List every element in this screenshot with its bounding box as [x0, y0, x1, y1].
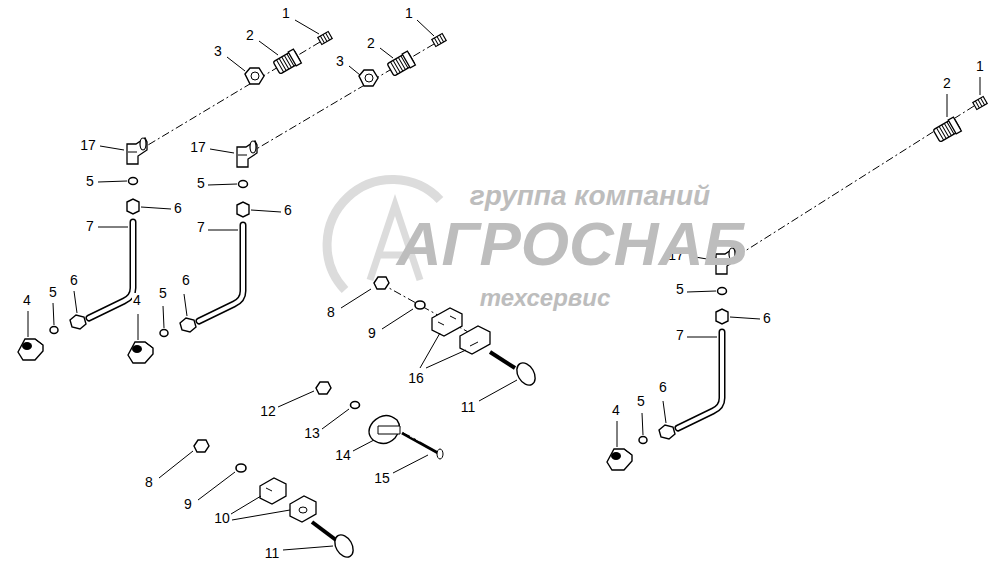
- callout-number: 14: [334, 448, 352, 463]
- callout-number: 9: [367, 326, 377, 341]
- callout-number: 9: [183, 497, 193, 512]
- callout-number: 11: [460, 400, 477, 415]
- callout-number: 17: [79, 138, 97, 153]
- callout-number: 15: [373, 471, 391, 486]
- callout-number: 6: [283, 203, 293, 218]
- callout-number: 12: [259, 404, 277, 419]
- callout-number: 3: [335, 54, 345, 69]
- callout-number: 8: [144, 475, 154, 490]
- callout-number: 5: [158, 286, 168, 301]
- callout-number: 6: [173, 201, 183, 216]
- callout-number: 2: [942, 76, 952, 91]
- callout-number: 13: [303, 426, 321, 441]
- callout-number: 5: [196, 176, 206, 191]
- callout-number: 5: [85, 174, 95, 189]
- callout-number: 6: [658, 380, 668, 395]
- callout-number: 3: [213, 44, 223, 59]
- callout-number: 1: [404, 6, 414, 21]
- watermark-text: техсервис: [480, 285, 611, 311]
- callout-number: 16: [407, 371, 425, 386]
- callout-number: 4: [611, 403, 621, 418]
- callout-number: 10: [213, 511, 231, 526]
- watermark-text: АГРОСНАБ: [397, 210, 748, 278]
- callout-number: 7: [85, 219, 95, 234]
- callout-number: 2: [245, 28, 255, 43]
- callout-number: 6: [69, 273, 79, 288]
- callout-number: 6: [181, 273, 191, 288]
- callout-number: 5: [675, 282, 685, 297]
- callout-number: 8: [326, 305, 336, 320]
- callout-number: 7: [675, 328, 685, 343]
- callout-number: 5: [636, 394, 646, 409]
- callout-number: 11: [264, 546, 281, 561]
- callout-number: 5: [48, 285, 58, 300]
- callout-number: 1: [281, 6, 291, 21]
- callout-number: 7: [196, 220, 206, 235]
- callout-number: 4: [132, 293, 142, 308]
- callout-number: 1: [975, 59, 985, 74]
- callout-number: 6: [762, 311, 772, 326]
- callout-number: 2: [366, 36, 376, 51]
- callout-number: 17: [189, 140, 207, 155]
- callout-number: 4: [22, 293, 32, 308]
- watermark-text: группа компаний: [470, 181, 710, 212]
